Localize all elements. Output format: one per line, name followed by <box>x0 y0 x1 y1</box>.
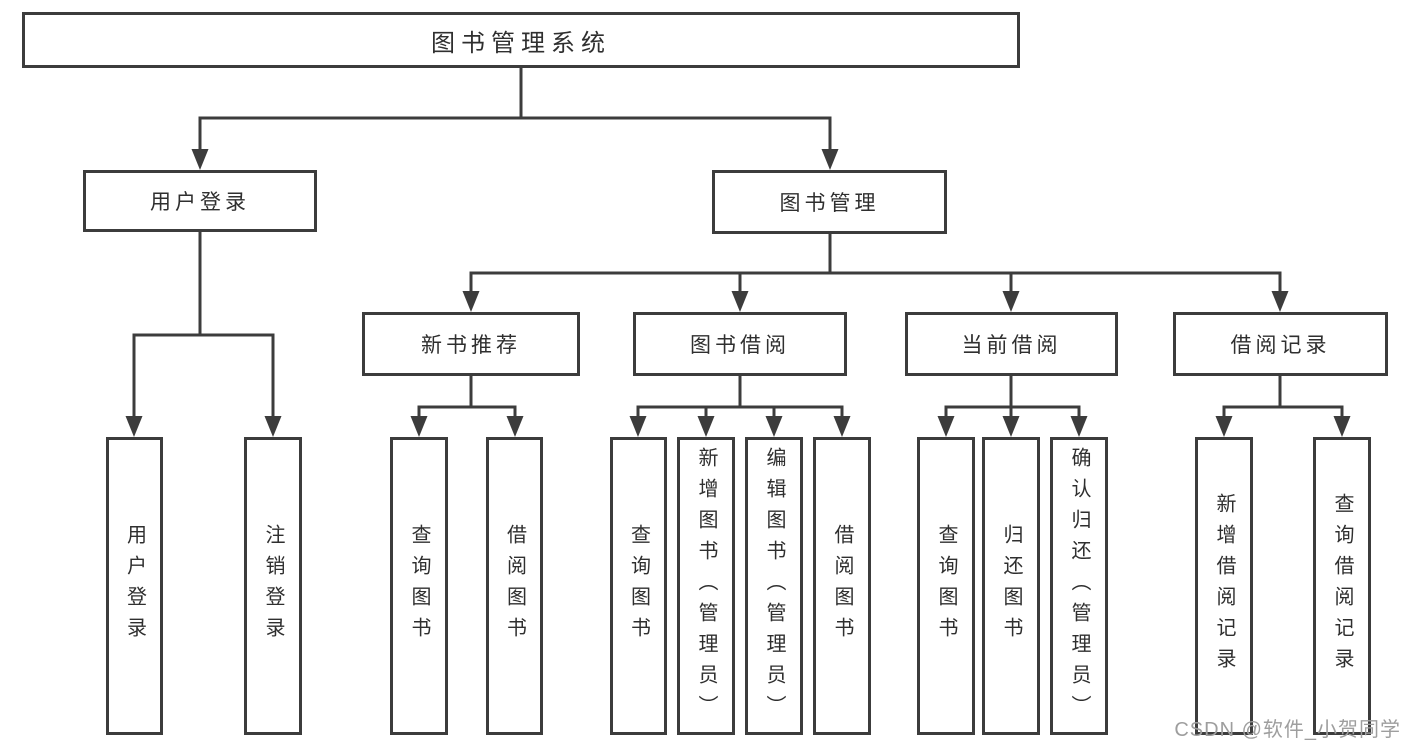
node-borrowing-records: 借阅记录 <box>1173 312 1388 376</box>
node-book-borrowing-label: 图书借阅 <box>690 334 790 357</box>
node-root: 图书管理系统 <box>22 12 1020 68</box>
leaf-query-borrow-record-label: 查询借阅记录 <box>1331 493 1353 679</box>
watermark: CSDN @软件_小贺同学 <box>1174 719 1401 741</box>
node-new-book-recommend: 新书推荐 <box>362 312 580 376</box>
connector-current-borrow-to-leaves <box>937 376 1088 437</box>
leaf-query-books-recommend-label: 查询图书 <box>408 524 430 648</box>
leaf-confirm-return-admin: 确认归还（管理员） <box>1050 437 1108 735</box>
node-book-management: 图书管理 <box>712 170 947 234</box>
node-borrowing-records-label: 借阅记录 <box>1230 334 1331 357</box>
leaf-query-books-recommend: 查询图书 <box>390 437 448 735</box>
connector-root-to-level2 <box>191 68 839 170</box>
node-root-label: 图书管理系统 <box>431 29 611 57</box>
leaf-add-borrow-record-label: 新增借阅记录 <box>1213 493 1235 679</box>
leaf-add-books-admin-label: 新增图书（管理员） <box>695 446 717 726</box>
leaf-logout: 注销登录 <box>244 437 302 735</box>
leaf-query-books-borrowing: 查询图书 <box>610 437 667 735</box>
leaf-borrow-books-borrowing-label: 借阅图书 <box>831 524 853 648</box>
node-user-login: 用户登录 <box>83 170 317 232</box>
leaf-user-login: 用户登录 <box>106 437 163 735</box>
leaf-return-books: 归还图书 <box>982 437 1040 735</box>
leaf-user-login-label: 用户登录 <box>123 524 146 648</box>
leaf-confirm-return-admin-label: 确认归还（管理员） <box>1068 446 1090 726</box>
node-book-borrowing: 图书借阅 <box>633 312 847 376</box>
leaf-logout-label: 注销登录 <box>262 524 284 648</box>
connector-borrow-record-to-leaves <box>1215 376 1351 437</box>
leaf-edit-books-admin: 编辑图书（管理员） <box>745 437 803 735</box>
node-book-management-label: 图书管理 <box>779 192 880 215</box>
connector-book-mgmt-to-level3 <box>462 234 1289 312</box>
leaf-borrow-books-recommend: 借阅图书 <box>486 437 543 735</box>
leaf-edit-books-admin-label: 编辑图书（管理员） <box>763 446 785 726</box>
node-current-borrowing: 当前借阅 <box>905 312 1118 376</box>
connector-user-login-to-leaves <box>125 232 282 437</box>
leaf-query-books-borrowing-label: 查询图书 <box>627 524 650 648</box>
leaf-query-borrow-record: 查询借阅记录 <box>1313 437 1371 735</box>
node-current-borrowing-label: 当前借阅 <box>961 334 1062 357</box>
leaf-query-books-current: 查询图书 <box>917 437 975 735</box>
leaf-return-books-label: 归还图书 <box>1000 524 1022 648</box>
node-user-login-label: 用户登录 <box>150 191 250 214</box>
leaf-borrow-books-borrowing: 借阅图书 <box>813 437 871 735</box>
connector-new-book-to-leaves <box>410 376 524 437</box>
leaf-add-books-admin: 新增图书（管理员） <box>677 437 735 735</box>
connector-book-borrow-to-leaves <box>629 376 851 437</box>
leaf-query-books-current-label: 查询图书 <box>935 524 957 648</box>
node-new-book-recommend-label: 新书推荐 <box>421 334 521 357</box>
leaf-add-borrow-record: 新增借阅记录 <box>1195 437 1253 735</box>
leaf-borrow-books-recommend-label: 借阅图书 <box>503 524 526 648</box>
